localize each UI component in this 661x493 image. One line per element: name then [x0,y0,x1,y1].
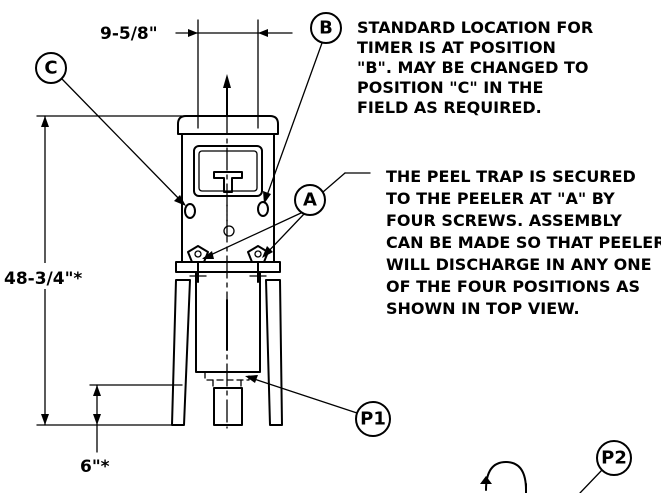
clamp-left [187,245,209,283]
callout-c: C [35,52,186,206]
top-view-fragment [480,461,527,493]
leg-left [171,279,191,426]
callout-p1: P1 [245,375,391,437]
svg-text:CAN BE MADE SO THAT PEELER: CAN BE MADE SO THAT PEELER [386,233,661,252]
svg-text:WILL DISCHARGE IN ANY ONE: WILL DISCHARGE IN ANY ONE [386,255,652,274]
leg-dimension-label: 6"* [80,457,110,477]
svg-text:TO THE PEELER AT "A" BY: TO THE PEELER AT "A" BY [386,189,615,208]
svg-text:TIMER IS AT POSITION: TIMER IS AT POSITION [357,38,556,57]
svg-text:P2: P2 [601,448,627,469]
svg-text:"B". MAY BE CHANGED TO: "B". MAY BE CHANGED TO [357,58,588,77]
height-dimension: 48-3/4"* [2,115,226,426]
peeler-body [171,74,283,429]
svg-text:A: A [303,190,317,211]
svg-text:C: C [44,58,57,79]
svg-text:FIELD AS REQUIRED.: FIELD AS REQUIRED. [357,98,542,117]
svg-text:B: B [319,18,333,39]
svg-text:SHOWN IN TOP VIEW.: SHOWN IN TOP VIEW. [386,299,580,318]
timer-position-b-hole [257,201,269,217]
timer-position-c-hole [184,203,196,219]
svg-text:POSITION "C" IN THE: POSITION "C" IN THE [357,78,543,97]
clamp-right [247,245,269,283]
svg-text:FOUR SCREWS. ASSEMBLY: FOUR SCREWS. ASSEMBLY [386,211,622,230]
callout-a: A [202,172,371,259]
svg-text:P1: P1 [360,409,386,430]
leg-dimension: 6"* [80,384,183,477]
svg-text:THE PEEL TRAP IS SECURED: THE PEEL TRAP IS SECURED [386,167,636,186]
width-dimension-label: 9-5/8" [100,24,158,44]
callout-p2: P2 [579,440,632,493]
svg-text:OF THE FOUR POSITIONS AS: OF THE FOUR POSITIONS AS [386,277,640,296]
height-dimension-label: 48-3/4"* [4,269,82,289]
svg-text:STANDARD LOCATION FOR: STANDARD LOCATION FOR [357,18,593,37]
leg-right [265,279,283,426]
callout-b: B [263,12,342,204]
peel-trap-note: THE PEEL TRAP IS SECURED TO THE PEELER A… [386,167,661,318]
width-dimension: 9-5/8" [100,19,293,129]
timer-location-note: STANDARD LOCATION FOR TIMER IS AT POSITI… [357,18,593,117]
